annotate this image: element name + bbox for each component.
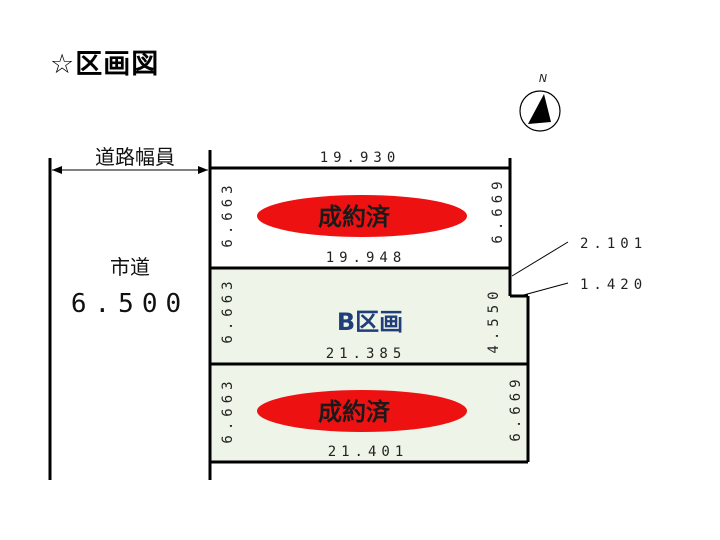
road-arrow-left-icon bbox=[52, 166, 62, 174]
lot-north-sold-marker bbox=[257, 195, 467, 237]
page-title: ☆区画図 bbox=[50, 49, 160, 80]
road-width-label: 道路幅員 bbox=[95, 145, 175, 169]
road-width-value: 6.500 bbox=[71, 289, 189, 319]
callout-2: 1.420 bbox=[580, 277, 647, 293]
road-name: 市道 bbox=[110, 255, 150, 279]
lot-south-label: 成約済 bbox=[318, 398, 391, 426]
callout-leader-2 bbox=[519, 282, 569, 297]
callout-leader-1 bbox=[511, 241, 569, 277]
lot-south-bottom-dim: 21.401 bbox=[328, 444, 409, 460]
lot-north-left-dim: 6.663 bbox=[220, 180, 236, 247]
road-width-label-bg bbox=[70, 146, 200, 166]
lot-north-right-dim: 6.669 bbox=[490, 176, 506, 243]
lot-b-extension-fill bbox=[510, 296, 528, 364]
lot-north-bottom-dim: 19.948 bbox=[326, 250, 407, 266]
lot-south-right-dim: 6.669 bbox=[508, 374, 524, 441]
lot-north-top-dim: 19.930 bbox=[320, 150, 401, 166]
lot-b-left-dim: 6.663 bbox=[220, 276, 236, 343]
north-label: N bbox=[539, 72, 547, 85]
callout-1: 2.101 bbox=[580, 236, 647, 252]
lot-b-right-dim: 4.550 bbox=[486, 286, 502, 353]
lot-north-label: 成約済 bbox=[318, 203, 391, 231]
road-arrow-right-icon bbox=[198, 166, 208, 174]
lot-south-sold-marker bbox=[257, 390, 467, 432]
lot-b-bottom-dim: 21.385 bbox=[326, 346, 407, 362]
lot-b-label: B区画 bbox=[337, 308, 403, 336]
north-arrow-icon: N bbox=[519, 72, 561, 132]
lot-south-left-dim: 6.663 bbox=[220, 376, 236, 443]
lot-b-fill bbox=[210, 268, 510, 364]
